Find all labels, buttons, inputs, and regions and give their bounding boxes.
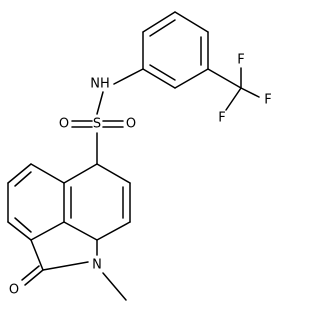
- atom-label-f-left: F: [218, 111, 225, 126]
- atom-label-n-ring: N: [92, 258, 102, 273]
- bond: [225, 87, 242, 111]
- bond: [7, 221, 32, 241]
- bond: [240, 87, 260, 98]
- bond: [21, 265, 40, 281]
- bond: [174, 11, 209, 33]
- atom-label-o-left: O: [59, 117, 69, 132]
- atom-label-s: S: [93, 117, 101, 132]
- bond: [63, 221, 98, 241]
- atom-labels: NH S O O F F F O N: [9, 53, 272, 298]
- bond: [102, 272, 127, 301]
- atom-label-o-carbonyl: O: [9, 283, 19, 298]
- bond: [14, 217, 32, 233]
- bond: [149, 64, 176, 81]
- bond: [142, 68, 176, 89]
- bond: [96, 91, 104, 115]
- bond: [149, 19, 176, 37]
- atom-label-nh: NH: [90, 77, 110, 92]
- bond: [142, 11, 176, 33]
- bond: [96, 221, 131, 241]
- bond: [174, 68, 209, 89]
- atom-label-f-top: F: [237, 53, 244, 68]
- atom-label-o-right: O: [126, 117, 136, 132]
- bond: [30, 221, 65, 241]
- bond: [96, 163, 131, 184]
- bond: [113, 68, 144, 85]
- bond: [7, 163, 32, 184]
- bond: [24, 269, 44, 286]
- bond: [207, 68, 242, 89]
- bond: [30, 239, 44, 271]
- bonds: [7, 11, 260, 301]
- bond: [30, 163, 65, 184]
- atom-label-f-right: F: [264, 93, 271, 108]
- bond: [42, 261, 89, 271]
- bond: [14, 171, 32, 187]
- chemical-structure: NH S O O F F F O N: [7, 11, 272, 301]
- bond: [63, 163, 98, 184]
